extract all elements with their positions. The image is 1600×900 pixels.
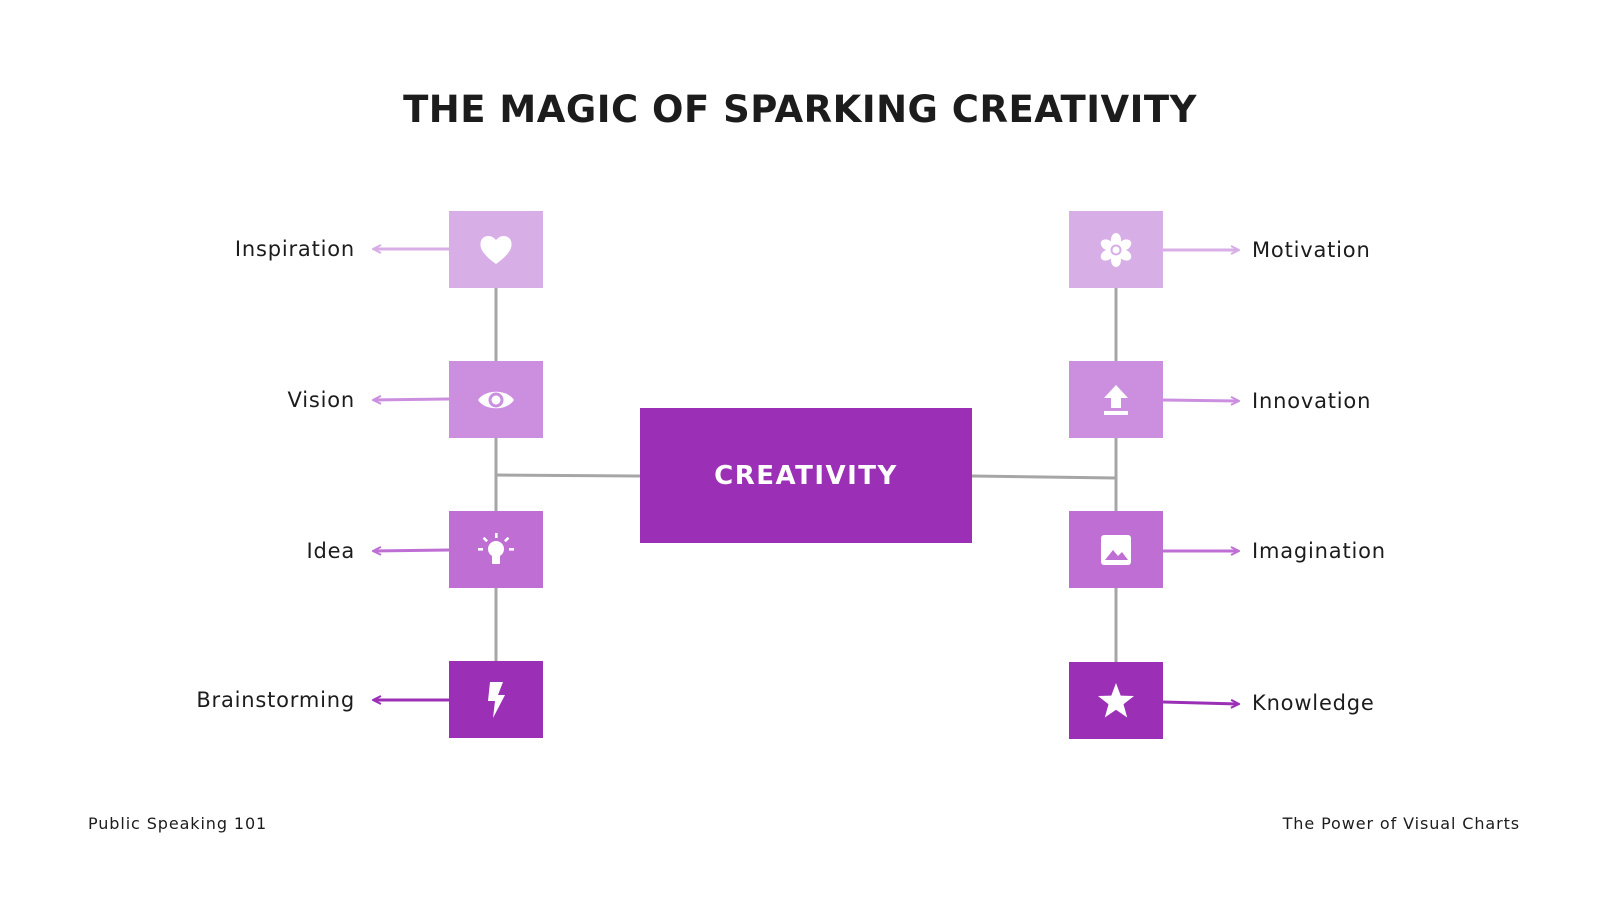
lightbulb-icon	[478, 532, 514, 564]
heart-icon	[480, 235, 512, 264]
center-node-label: CREATIVITY	[714, 460, 898, 491]
label-motivation: Motivation	[1252, 238, 1371, 262]
footer-left-text: Public Speaking 101	[88, 814, 268, 833]
page-title: THE MAGIC OF SPARKING CREATIVITY	[403, 88, 1197, 131]
lightning-bolt-icon	[488, 681, 505, 718]
node-imagination	[1069, 511, 1163, 588]
node-idea	[449, 511, 543, 588]
label-knowledge: Knowledge	[1252, 691, 1375, 715]
arrow-idea	[374, 550, 450, 551]
node-brainstorming	[449, 661, 543, 738]
arrow-vision	[374, 399, 450, 400]
upload-arrow-icon	[1104, 384, 1128, 415]
node-knowledge	[1069, 662, 1163, 739]
star-icon	[1098, 682, 1134, 717]
node-inspiration	[449, 211, 543, 288]
label-inspiration: Inspiration	[234, 237, 355, 261]
image-icon	[1101, 534, 1131, 565]
arrow-innovation	[1162, 400, 1238, 401]
footer-right-text: The Power of Visual Charts	[1282, 814, 1520, 833]
node-motivation	[1069, 211, 1163, 288]
center-node-creativity: CREATIVITY	[640, 408, 972, 543]
label-innovation: Innovation	[1252, 389, 1372, 413]
node-vision	[449, 361, 543, 438]
right-center-link	[971, 474, 1117, 480]
label-idea: Idea	[306, 539, 355, 563]
label-brainstorming: Brainstorming	[196, 688, 355, 712]
left-center-link	[495, 473, 641, 478]
eye-icon	[478, 391, 514, 408]
label-imagination: Imagination	[1252, 539, 1386, 563]
label-vision: Vision	[287, 388, 355, 412]
arrow-knowledge	[1162, 702, 1238, 704]
flower-icon	[1100, 232, 1132, 267]
node-innovation	[1069, 361, 1163, 438]
